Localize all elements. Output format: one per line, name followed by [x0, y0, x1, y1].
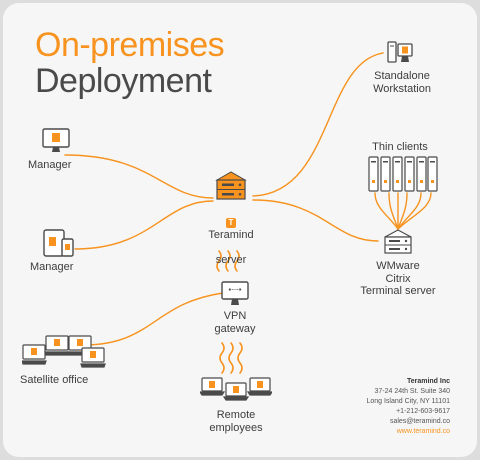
thin-client-towers-icon	[368, 156, 438, 192]
mobile-devices-icon	[43, 229, 74, 257]
remote-laptops-icon	[200, 377, 272, 401]
desktop-monitor-icon	[42, 128, 70, 152]
link-tc-4	[397, 192, 408, 230]
wireless-waves-bottom	[219, 342, 243, 374]
link-manager-mobile	[74, 200, 214, 250]
terminal-server-label: WMware Citrix Terminal server	[360, 260, 436, 297]
vpn-arrows-icon: ⇠⇢	[228, 285, 242, 294]
link-tc-1	[374, 192, 399, 230]
satellite-office-computers-icon	[22, 335, 106, 368]
company-contact: Teramind Inc 37-24 24th St. Suite 340 Lo…	[366, 377, 450, 437]
diagram-canvas: On-premises Deployment T Teramind server…	[3, 3, 477, 457]
link-satellite	[82, 292, 224, 346]
server-label-rest: server	[215, 254, 247, 266]
title-line-1: On-premises	[35, 26, 225, 64]
server-icon	[215, 171, 247, 200]
manager-desktop-label: Manager	[28, 159, 72, 171]
link-manager-desktop	[64, 154, 214, 199]
company-address-line-1: 37-24 24th St. Suite 340	[374, 388, 451, 395]
satellite-office-label: Satellite office	[20, 374, 89, 386]
wireless-waves-top	[216, 250, 240, 272]
link-tc-2	[388, 192, 399, 230]
link-standalone	[252, 52, 384, 197]
remote-employees-label: Remote employees	[209, 409, 263, 434]
company-email[interactable]: sales@teramind.co	[389, 418, 450, 425]
link-tc-5	[397, 192, 422, 230]
standalone-workstation-label: Standalone Workstation	[373, 70, 431, 95]
thin-clients-label: Thin clients	[372, 141, 428, 153]
connection-lines	[64, 52, 432, 374]
link-tc-6	[397, 192, 432, 230]
terminal-server-icon	[384, 229, 412, 254]
company-name: Teramind Inc	[406, 378, 450, 385]
company-website-link[interactable]: www.teramind.co	[396, 428, 450, 435]
company-phone: +1-212-603-9617	[396, 408, 450, 415]
title-line-2: Deployment	[35, 62, 212, 100]
server-label: T Teramind server	[193, 204, 269, 267]
manager-mobile-label: Manager	[30, 261, 74, 273]
company-address-line-2: Long Island City, NY 11101	[366, 398, 450, 405]
workstation-icon	[387, 41, 413, 63]
server-label-name: Teramind	[208, 229, 254, 241]
link-terminal	[252, 199, 379, 242]
teramind-logo-icon: T	[226, 217, 236, 228]
vpn-monitor-icon	[221, 281, 249, 305]
vpn-gateway-label: VPN gateway	[214, 310, 256, 335]
